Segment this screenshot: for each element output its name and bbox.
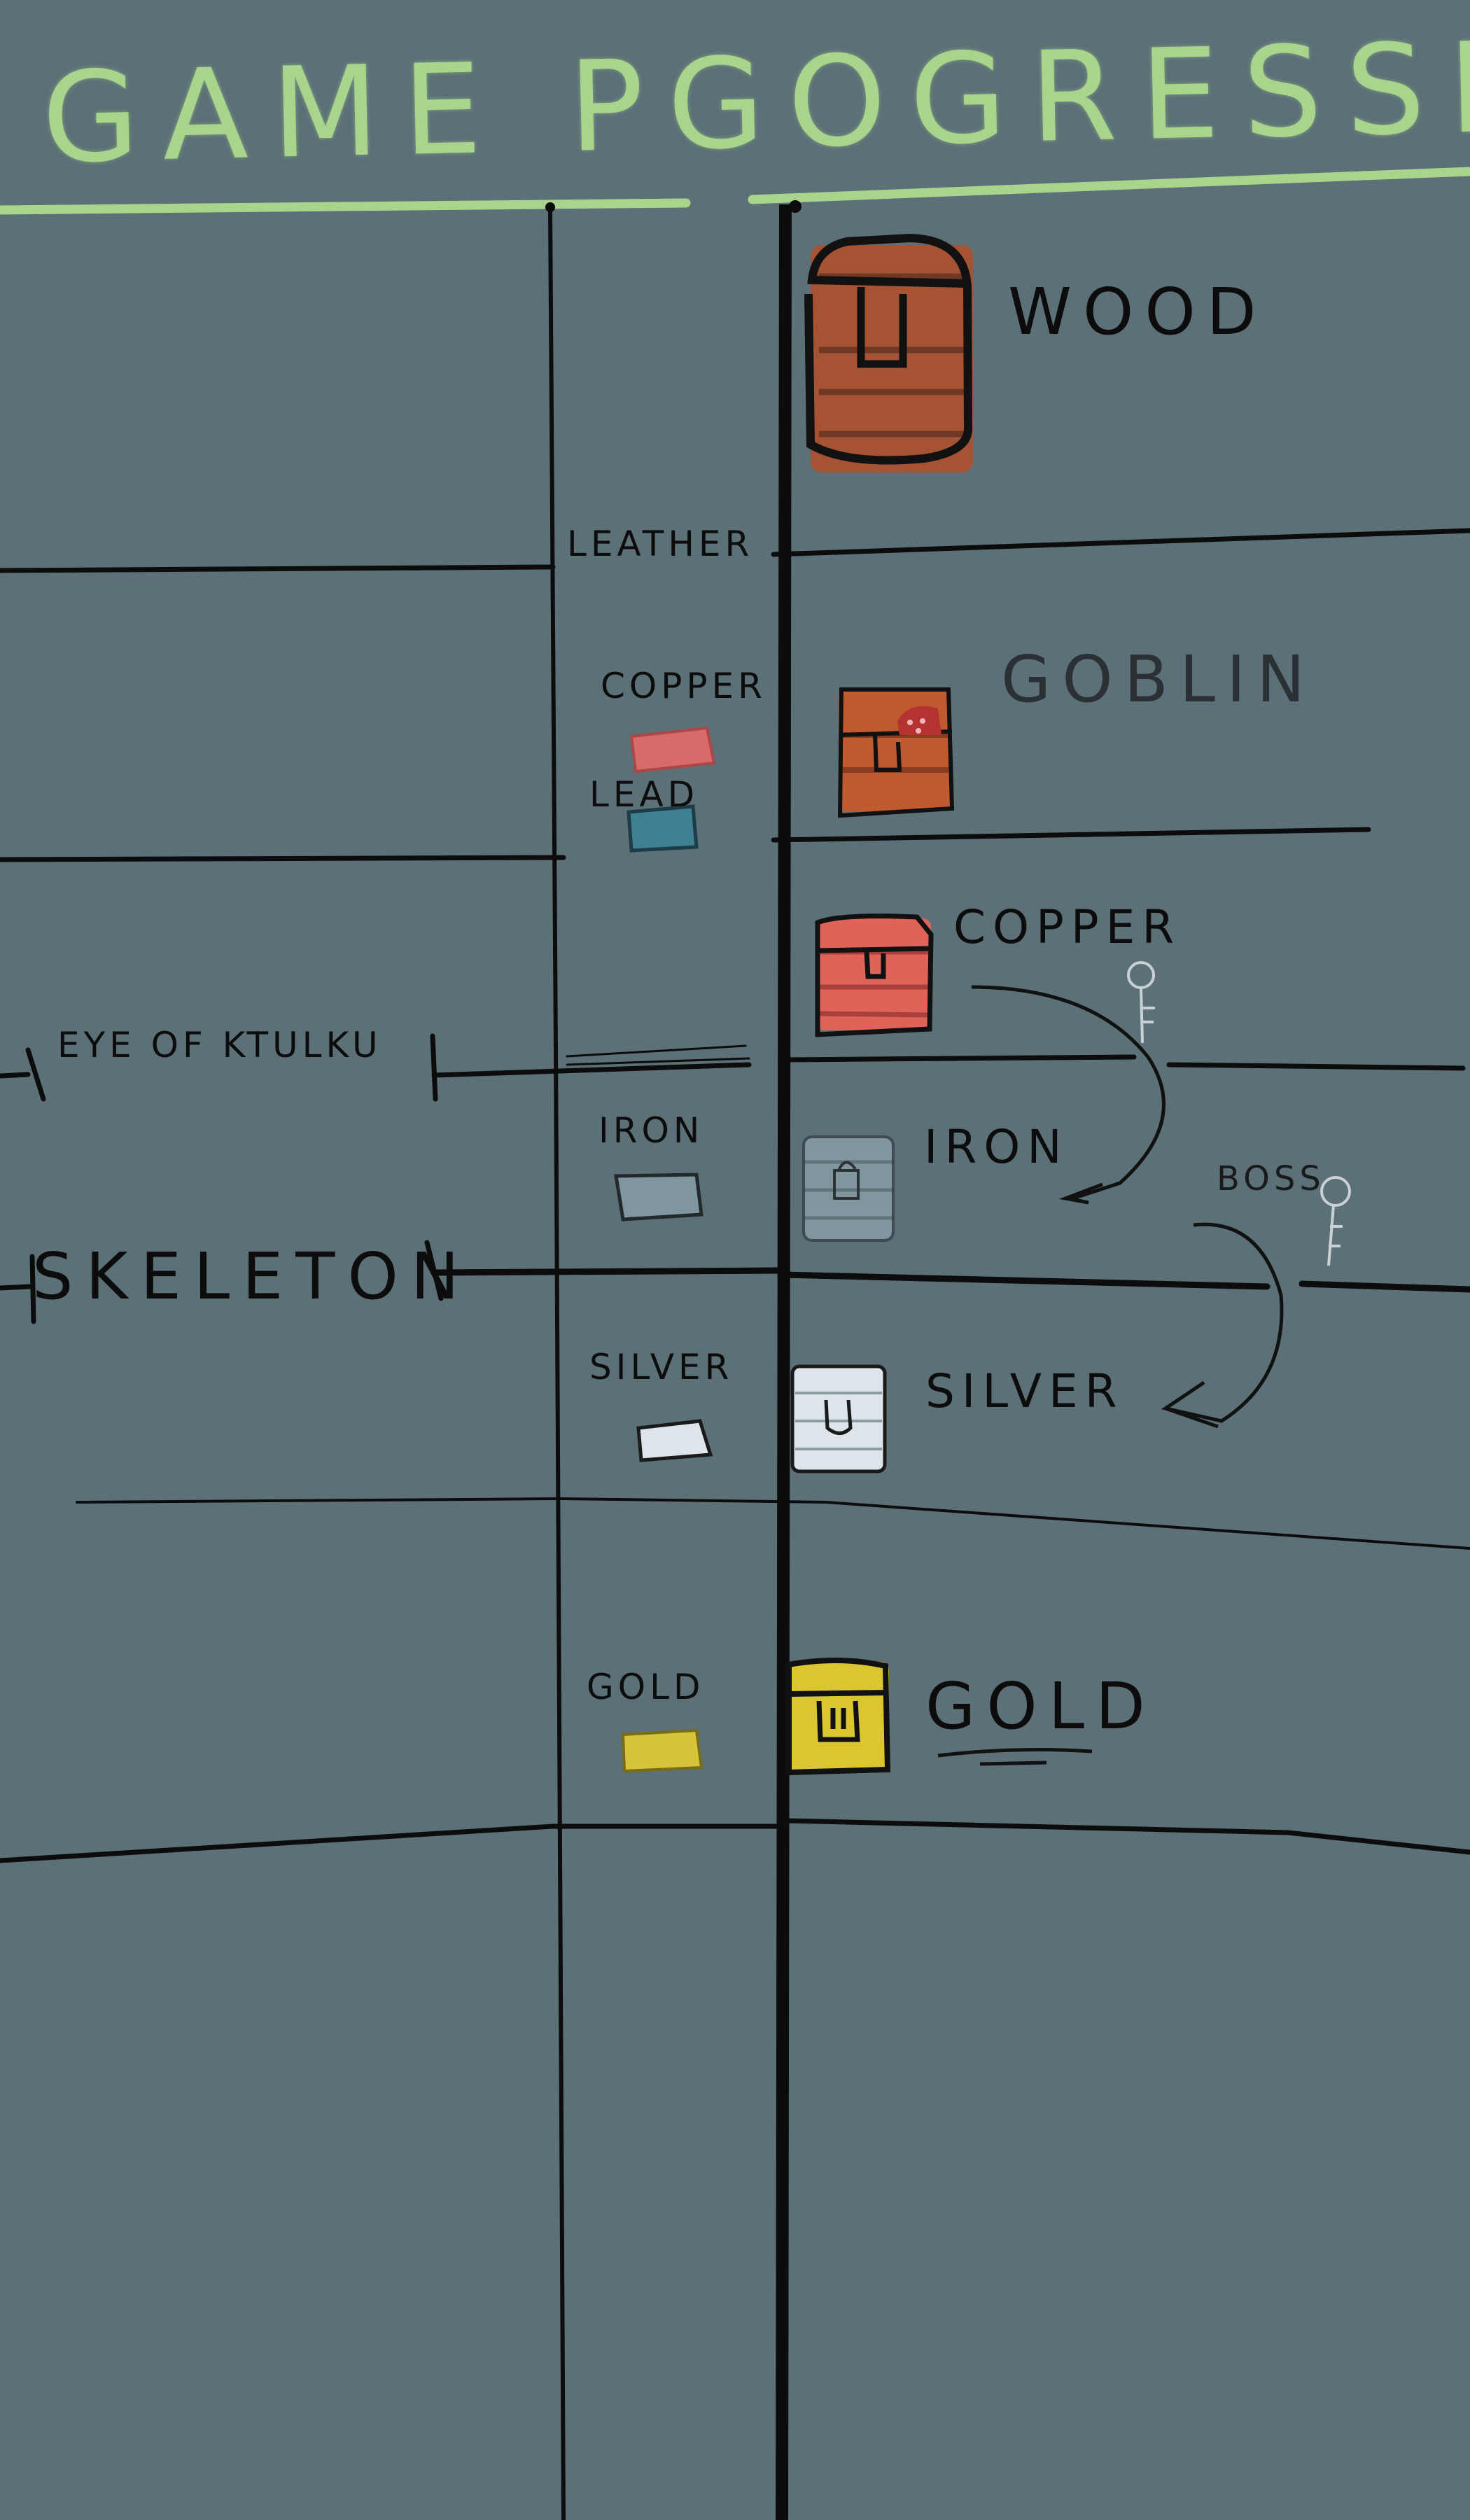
tier-label-silver: SILVER: [925, 1364, 1124, 1418]
eye-label-right-cap: [430, 1033, 438, 1102]
material-label-copper: COPPER: [601, 666, 766, 706]
divider-gold: [0, 1818, 1470, 1863]
boss-key-icon: [1320, 1176, 1351, 1266]
divider-silver: [76, 1497, 1470, 1550]
material-label-gold: GOLD: [587, 1667, 705, 1707]
copper-chest-icon: [815, 913, 934, 1037]
silver-chest-icon: [790, 1364, 887, 1474]
main-line-end-dot: [789, 200, 802, 213]
copper-ingot-icon: [629, 726, 716, 774]
silver-ingot-icon: [636, 1419, 713, 1462]
copper-key-arrow: [971, 985, 1166, 1205]
thin-vertical-line: [548, 208, 566, 2520]
copper-key-icon: [1127, 961, 1155, 1044]
main-vertical-line: [776, 204, 792, 2520]
material-label-lead: LEAD: [589, 774, 699, 815]
tier-dividers: [0, 528, 1470, 1863]
divider-label-leather: LEATHER: [567, 524, 754, 564]
divider-eye: [431, 1054, 1466, 1078]
tier-label-goblin: GOBLIN: [1001, 642, 1317, 717]
tier-label-copper: COPPER: [953, 900, 1182, 954]
iron-chest-icon: [802, 1135, 895, 1242]
wood-chest-icon: [804, 233, 973, 472]
material-label-iron: IRON: [598, 1110, 704, 1151]
eye-label-left-cap: [0, 1047, 46, 1102]
iron-ingot-icon: [614, 1172, 704, 1222]
skeleton-label-right-cap: [424, 1240, 444, 1301]
divider-goblin: [0, 827, 1371, 862]
skeleton-label-left-cap: [0, 1254, 36, 1324]
goblin-chest-icon: [837, 687, 955, 818]
boss-key-label: BOSS: [1217, 1159, 1325, 1198]
divider-label-eye: EYE OF KTULKU: [57, 1025, 382, 1065]
thin-line-end-dot: [545, 202, 555, 212]
page-title: GAME PGOGRESSION: [41, 10, 1470, 191]
title-underline: [0, 167, 1470, 215]
gold-label-underline: [937, 1748, 1093, 1766]
gold-chest-icon: [786, 1658, 891, 1776]
lead-ingot-icon: [626, 804, 699, 853]
divider-label-skeleton: SKELETON: [32, 1239, 472, 1314]
tier-label-wood: WOOD: [1008, 274, 1268, 349]
divider-eye-double: [566, 1044, 750, 1066]
divider-skeleton: [430, 1267, 1470, 1293]
tier-label-iron: IRON: [924, 1120, 1069, 1174]
boss-key-arrow: [1161, 1222, 1284, 1429]
gold-ingot-icon: [621, 1728, 704, 1773]
material-label-silver: SILVER: [589, 1347, 734, 1387]
tier-label-gold: GOLD: [925, 1669, 1156, 1744]
divider-leather: [0, 528, 1470, 573]
